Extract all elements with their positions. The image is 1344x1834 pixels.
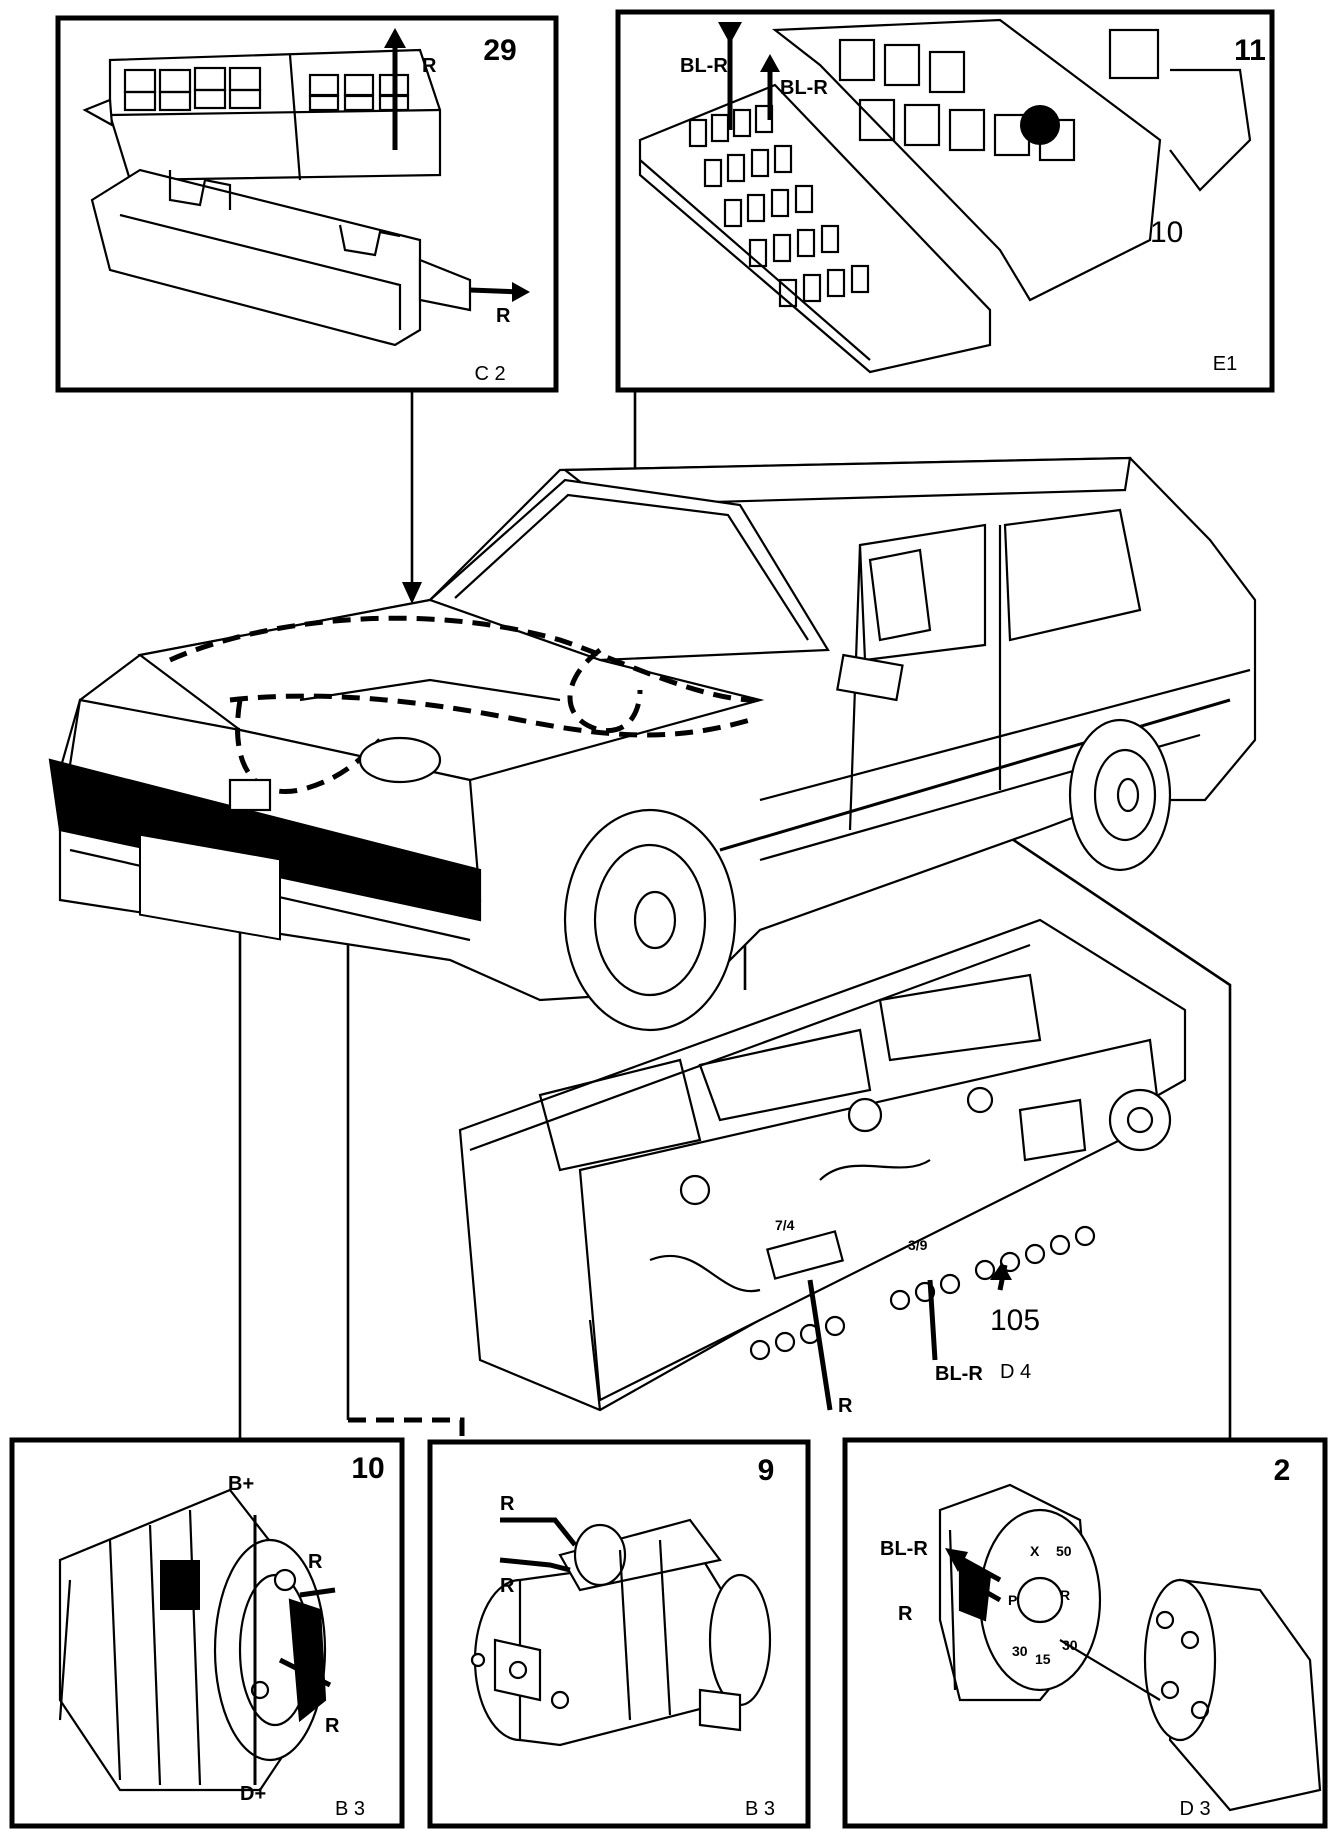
panel-number: 10: [351, 1452, 384, 1485]
relay-housing: [82, 48, 442, 182]
car-illustration: [48, 456, 1257, 1032]
wire-label-r-2: R: [500, 1575, 515, 1597]
terminal-label-30b: 30: [1062, 1637, 1078, 1653]
panel-number: 29: [483, 34, 516, 67]
wire-label-r-1: R: [308, 1551, 323, 1573]
connector-pin-label: 3/9: [908, 1237, 928, 1253]
component-callout: 10: [1150, 216, 1183, 249]
panel-alternator: B+ R R D+ 10 B 3: [9, 1437, 405, 1829]
grid-reference: E1: [1213, 353, 1237, 375]
wire-label-r: R: [898, 1603, 913, 1625]
terminal-label-d-plus: D+: [240, 1783, 266, 1805]
wire-label-bl-r: BL-R: [880, 1538, 928, 1560]
fuse-tray: [90, 168, 521, 347]
panel-starter-motor: R R 9 B 3: [427, 1439, 811, 1829]
grid-reference: B 3: [335, 1798, 365, 1820]
panel-fuse-box: 29 R R C 2: [55, 15, 559, 393]
wire-label-bl-r-1: BL-R: [680, 55, 728, 77]
terminal-label-x: X: [1030, 1543, 1040, 1559]
instrument-cluster: 7/4 3/9 105 BL-R D 4 R: [458, 918, 1187, 1417]
component-callout: 105: [990, 1304, 1040, 1337]
wire-label-r-top: R: [422, 55, 437, 77]
wire-label-bl-r: BL-R: [935, 1363, 983, 1385]
wire-label-r-bottom: R: [496, 305, 511, 327]
wire-label-bl-r-2: BL-R: [780, 77, 828, 99]
terminal-label-30a: 30: [1012, 1643, 1028, 1659]
front-wheel: [563, 808, 737, 1032]
panel-number: 9: [758, 1454, 775, 1487]
wire-label-r: R: [838, 1395, 853, 1417]
panel-central-electrical-unit: BL-R BL-R 11 10 E1: [615, 9, 1275, 393]
ignition-switch-body: [938, 1483, 1322, 1812]
wire-label-r-1: R: [500, 1493, 515, 1515]
grid-reference: C 2: [474, 363, 505, 385]
starter-body: [470, 1518, 772, 1747]
terminal-label-50: 50: [1056, 1543, 1072, 1559]
panel-ignition-switch: BL-R R X 50 P R 30 15 30 2 D 3: [842, 1437, 1328, 1829]
panel-number: 11: [1234, 34, 1266, 67]
connector-pin-label: 7/4: [775, 1217, 795, 1233]
rear-wheel: [1068, 718, 1172, 872]
grid-reference: B 3: [745, 1798, 775, 1820]
terminal-label-b-plus: B+: [228, 1473, 254, 1495]
terminal-label-15: 15: [1035, 1651, 1051, 1667]
terminal-label-r: R: [1060, 1587, 1070, 1603]
terminal-label-p: P: [1008, 1592, 1017, 1608]
panel-number: 2: [1274, 1454, 1291, 1487]
grid-reference: D 3: [1179, 1798, 1210, 1820]
grid-reference: D 4: [1000, 1361, 1031, 1383]
wire-label-r-2: R: [325, 1715, 340, 1737]
fuse-relay-block: [638, 18, 1252, 374]
